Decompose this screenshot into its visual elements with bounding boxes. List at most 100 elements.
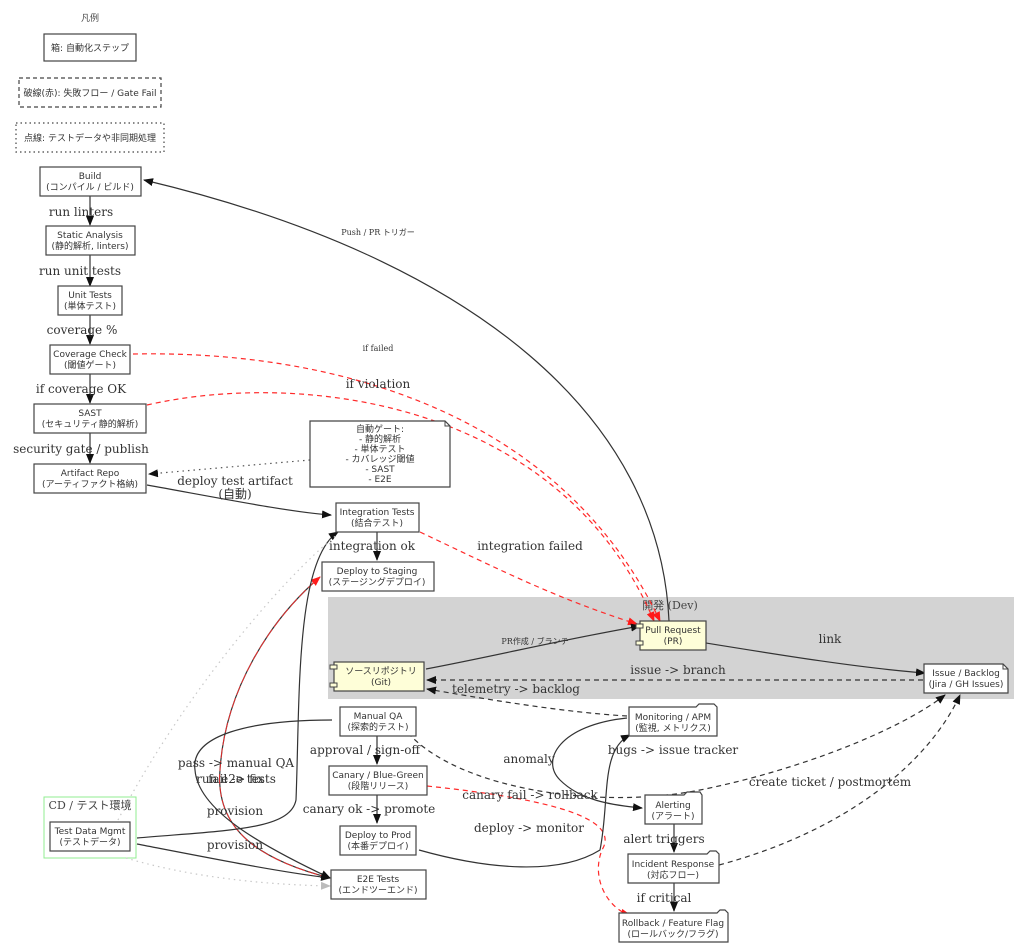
svg-text:(探索的テスト): (探索的テスト) bbox=[347, 721, 408, 733]
svg-text:- 静的解析: - 静的解析 bbox=[359, 433, 401, 445]
svg-text:Alerting: Alerting bbox=[655, 801, 690, 811]
svg-text:Rollback / Feature Flag: Rollback / Feature Flag bbox=[622, 919, 724, 929]
svg-text:- SAST: - SAST bbox=[365, 465, 395, 475]
label-coverage-pct: coverage % bbox=[47, 323, 118, 337]
node-monitoring[interactable]: Monitoring / APM (監視, メトリクス) bbox=[628, 703, 718, 737]
label-deploy-monitor: deploy -> monitor bbox=[474, 821, 584, 835]
svg-text:(閾値ゲート): (閾値ゲート) bbox=[64, 359, 116, 371]
nodes: Build (コンパイル / ビルド) Static Analysis (静的解… bbox=[33, 166, 1009, 943]
svg-text:(セキュリティ静的解析): (セキュリティ静的解析) bbox=[42, 418, 138, 430]
node-incident-response[interactable]: Incident Response (対応フロー) bbox=[627, 850, 720, 884]
label-anomaly: anomaly bbox=[503, 752, 554, 766]
svg-text:Unit Tests: Unit Tests bbox=[68, 291, 112, 301]
label-telemetry-backlog: telemetry -> backlog bbox=[452, 682, 580, 696]
svg-text:- E2E: - E2E bbox=[368, 475, 392, 485]
svg-text:(アーティファクト格納): (アーティファクト格納) bbox=[42, 478, 138, 490]
edge-prod-monitoring bbox=[418, 734, 631, 868]
edge-canary-rollback bbox=[426, 785, 631, 917]
edge-artifact-integration bbox=[146, 484, 332, 519]
label-push-trigger: Push / PR トリガー bbox=[341, 227, 415, 237]
node-coverage-check[interactable]: Coverage Check (閾値ゲート) bbox=[49, 344, 131, 375]
node-manual-qa[interactable]: Manual QA (探索的テスト) bbox=[339, 706, 417, 737]
svg-text:Issue / Backlog: Issue / Backlog bbox=[932, 669, 1000, 679]
edge-bugs-issue bbox=[407, 694, 946, 799]
svg-text:Incident Response: Incident Response bbox=[632, 860, 715, 870]
edge-testdata-async-integration bbox=[117, 533, 339, 821]
node-pull-request[interactable]: Pull Request (PR) bbox=[635, 620, 707, 651]
node-unit-tests[interactable]: Unit Tests (単体テスト) bbox=[57, 285, 123, 316]
svg-text:(Jira / GH Issues): (Jira / GH Issues) bbox=[929, 680, 1004, 690]
svg-text:(ロールバック/フラグ): (ロールバック/フラグ) bbox=[627, 928, 718, 940]
edge-e2e-manualqa bbox=[194, 719, 333, 879]
svg-text:Manual QA: Manual QA bbox=[354, 712, 404, 722]
svg-text:SAST: SAST bbox=[78, 409, 102, 419]
label-if-coverage-ok: if coverage OK bbox=[36, 382, 127, 396]
svg-text:(ステージングデプロイ): (ステージングデプロイ) bbox=[329, 576, 426, 588]
label-if-critical: if critical bbox=[637, 891, 692, 905]
edge-testdata-integration bbox=[136, 531, 339, 839]
svg-text:自動ゲート:: 自動ゲート: bbox=[356, 423, 404, 435]
label-canary-ok: canary ok -> promote bbox=[303, 802, 436, 816]
svg-text:Coverage Check: Coverage Check bbox=[53, 350, 127, 360]
legend-box-sample bbox=[43, 33, 137, 62]
svg-text:(対応フロー): (対応フロー) bbox=[647, 869, 699, 881]
edge-e2e-fail bbox=[219, 576, 331, 879]
svg-text:E2E Tests: E2E Tests bbox=[357, 875, 400, 885]
label-pass-manual: pass -> manual QA bbox=[178, 756, 295, 770]
label-if-failed: if failed bbox=[363, 344, 394, 353]
svg-text:- 単体テスト: - 単体テスト bbox=[354, 443, 405, 455]
label-issue-branch: issue -> branch bbox=[630, 663, 726, 677]
label-deploy-artifact-auto: (自動) bbox=[218, 487, 251, 501]
node-static-analysis[interactable]: Static Analysis (静的解析, linters) bbox=[45, 225, 136, 256]
node-integration-tests[interactable]: Integration Tests (結合テスト) bbox=[335, 502, 420, 533]
dev-cluster-title: 開発 (Dev) bbox=[642, 598, 698, 612]
label-create-ticket: create ticket / postmortem bbox=[749, 775, 912, 789]
node-gate-note[interactable]: 自動ゲート: - 静的解析 - 単体テスト - カバレッジ閾値 - SAST -… bbox=[309, 420, 451, 488]
node-build[interactable]: Build (コンパイル / ビルド) bbox=[39, 166, 142, 197]
svg-text:Test Data Mgmt: Test Data Mgmt bbox=[54, 827, 126, 837]
label-integration-failed: integration failed bbox=[477, 539, 583, 553]
node-rollback[interactable]: Rollback / Feature Flag (ロールバック/フラグ) bbox=[618, 909, 729, 943]
svg-text:Pull Request: Pull Request bbox=[645, 626, 701, 636]
edge-e2e-staging bbox=[219, 576, 331, 879]
node-deploy-prod[interactable]: Deploy to Prod (本番デプロイ) bbox=[339, 825, 417, 856]
label-link: link bbox=[819, 632, 842, 646]
svg-text:(アラート): (アラート) bbox=[651, 811, 694, 822]
label-run-e2e: run e2e tests bbox=[196, 772, 276, 786]
svg-text:(コンパイル / ビルド): (コンパイル / ビルド) bbox=[46, 182, 134, 193]
svg-text:(単体テスト): (単体テスト) bbox=[64, 300, 116, 312]
label-fail-fix: fail -> fix bbox=[208, 772, 264, 786]
node-alerting[interactable]: Alerting (アラート) bbox=[644, 791, 703, 825]
node-sast[interactable]: SAST (セキュリティ静的解析) bbox=[33, 403, 147, 434]
legend-title: 凡例 bbox=[81, 12, 99, 24]
legend-dashed-sample bbox=[18, 77, 162, 108]
label-provision-2: provision bbox=[207, 838, 263, 852]
svg-text:(本番デプロイ): (本番デプロイ) bbox=[347, 840, 408, 852]
svg-text:Deploy to Staging: Deploy to Staging bbox=[337, 567, 418, 577]
label-integration-ok: integration ok bbox=[329, 539, 416, 553]
svg-text:- カバレッジ閾値: - カバレッジ閾値 bbox=[345, 453, 414, 465]
svg-text:(エンドツーエンド): (エンドツーエンド) bbox=[338, 886, 417, 896]
node-issue-backlog[interactable]: Issue / Backlog (Jira / GH Issues) bbox=[923, 663, 1009, 694]
label-run-unit: run unit tests bbox=[39, 264, 121, 278]
node-e2e-tests[interactable]: E2E Tests (エンドツーエンド) bbox=[330, 869, 427, 900]
edge-telemetry-backlog bbox=[426, 686, 628, 717]
edge-incident-ticket bbox=[718, 694, 961, 866]
svg-text:(テストデータ): (テストデータ) bbox=[59, 836, 120, 848]
svg-text:Build: Build bbox=[79, 172, 102, 182]
node-source-repo[interactable]: ソースリポジトリ (Git) bbox=[329, 661, 425, 692]
edge-push-trigger bbox=[143, 178, 670, 622]
svg-text:(Git): (Git) bbox=[371, 678, 391, 688]
node-deploy-staging[interactable]: Deploy to Staging (ステージングデプロイ) bbox=[321, 561, 435, 592]
edge-testdata-e2e bbox=[136, 843, 331, 881]
node-test-data-mgmt[interactable]: Test Data Mgmt (テストデータ) bbox=[49, 821, 131, 852]
svg-text:(静的解析, linters): (静的解析, linters) bbox=[52, 240, 129, 252]
edge-repo-pr bbox=[425, 623, 641, 670]
label-run-linters: run linters bbox=[49, 205, 113, 219]
node-artifact-repo[interactable]: Artifact Repo (アーティファクト格納) bbox=[33, 463, 147, 494]
label-provision-1: provision bbox=[207, 804, 263, 818]
label-approval: approval / sign-off bbox=[310, 743, 422, 757]
node-canary[interactable]: Canary / Blue-Green (段階リリース) bbox=[328, 765, 428, 796]
label-bugs-issue: bugs -> issue tracker bbox=[608, 743, 739, 757]
